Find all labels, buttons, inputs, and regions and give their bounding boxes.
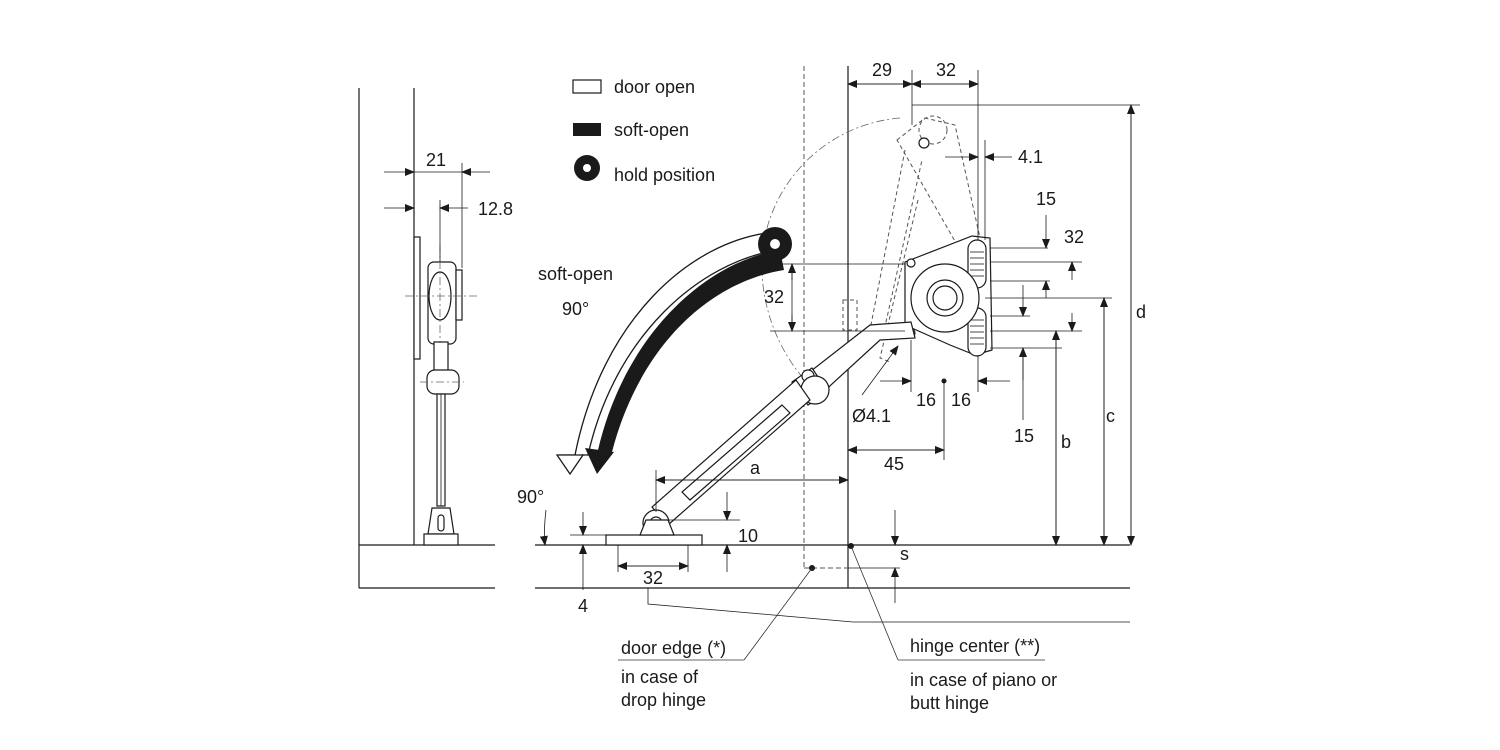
dim-45-label: 45 [884, 454, 904, 474]
soft-open-swatch [573, 123, 601, 136]
dim-32-left-label: 32 [764, 287, 784, 307]
door-open-swatch [572, 79, 602, 94]
hinge-center-sub2: butt hinge [910, 693, 989, 713]
dim-4-label: 4 [578, 596, 588, 616]
lid-stay-mechanism [605, 235, 993, 571]
side-view: 21 12.8 [358, 88, 513, 589]
hinge-center-sub1: in case of piano or [910, 670, 1057, 690]
hinge-center-note: hinge center (**) [910, 636, 1040, 656]
dim-a-label: a [750, 458, 761, 478]
dim-32-top-label: 32 [936, 60, 956, 80]
legend: door open soft-open hold position [572, 77, 715, 185]
dim-15-lower-label: 15 [1014, 426, 1034, 446]
door-edge-sub2: drop hinge [621, 690, 706, 710]
legend-soft-open: soft-open [614, 120, 689, 140]
legend-door-open: door open [614, 77, 695, 97]
door-edge-sub1: in case of [621, 667, 699, 687]
dim-21-label: 21 [426, 150, 446, 170]
dim-29-label: 29 [872, 60, 892, 80]
dim-b-label: b [1061, 432, 1071, 452]
dim-16-right-label: 16 [951, 390, 971, 410]
notes: door edge (*) in case of drop hinge hing… [618, 545, 1057, 713]
dim-d-label: d [1136, 302, 1146, 322]
dim-12-8-label: 12.8 [478, 199, 513, 219]
dim-16-left-label: 16 [916, 390, 936, 410]
dim-dia-4-1-label: Ø4.1 [852, 406, 891, 426]
dimension-lines: 29 32 4.1 15 32 32 15 [570, 60, 1146, 616]
legend-hold-position: hold position [614, 165, 715, 185]
dim-32-bottom-label: 32 [643, 568, 663, 588]
motion-arrows: soft-open 90° 90° [517, 227, 792, 546]
angle-90-bottom: 90° [517, 487, 544, 507]
dim-32-right-label: 32 [1064, 227, 1084, 247]
dim-10-label: 10 [738, 526, 758, 546]
dim-s-label: s [900, 544, 909, 564]
dim-c-label: c [1106, 406, 1115, 426]
angle-90-top: 90° [562, 299, 589, 319]
dim-4-1-top-label: 4.1 [1018, 147, 1043, 167]
soft-open-label: soft-open [538, 264, 613, 284]
door-edge-note: door edge (*) [621, 638, 726, 658]
dim-15-upper-label: 15 [1036, 189, 1056, 209]
